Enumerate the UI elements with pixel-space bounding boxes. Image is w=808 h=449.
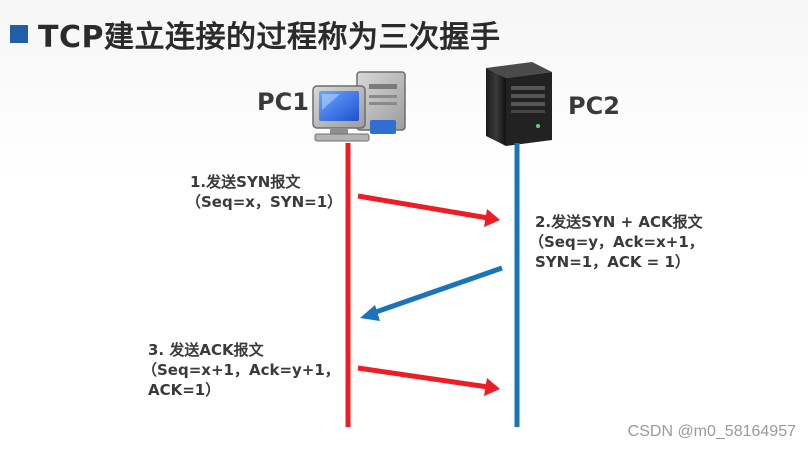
step-3-label: 3. 发送ACK报文 （Seq=x+1，Ack=y+1， ACK=1）: [142, 340, 340, 400]
step-2-line-3: SYN=1，ACK = 1）: [535, 253, 690, 271]
syn-arrow: [357, 193, 500, 227]
pc1-label: PC1: [257, 88, 309, 116]
step-1-line-2: （Seq=x，SYN=1）: [186, 193, 343, 211]
csdn-watermark: CSDN @m0_58164957: [627, 423, 796, 440]
syn-ack-arrow: [360, 265, 503, 321]
title-bullet-square: [10, 25, 28, 43]
step-2-line-1: 2.发送SYN + ACK报文: [535, 213, 703, 231]
ack-arrow: [357, 365, 500, 396]
slide-title-row: TCP建立连接的过程称为三次握手: [10, 14, 501, 55]
step-3-line-1: 3. 发送ACK报文: [148, 341, 264, 359]
step-2-line-2: （Seq=y，Ack=x+1，: [529, 233, 704, 251]
step-3-line-2: （Seq=x+1，Ack=y+1，: [142, 361, 340, 379]
pc2-label: PC2: [568, 92, 620, 120]
desktop-computer-icon: [312, 71, 406, 142]
slide-title: TCP建立连接的过程称为三次握手: [38, 20, 501, 55]
server-tower-icon: [486, 62, 552, 146]
step-2-label: 2.发送SYN + ACK报文 （Seq=y，Ack=x+1， SYN=1，AC…: [529, 212, 704, 272]
step-3-line-3: ACK=1）: [148, 381, 221, 399]
step-1-line-1: 1.发送SYN报文: [190, 173, 301, 191]
step-1-label: 1.发送SYN报文 （Seq=x，SYN=1）: [186, 172, 342, 212]
